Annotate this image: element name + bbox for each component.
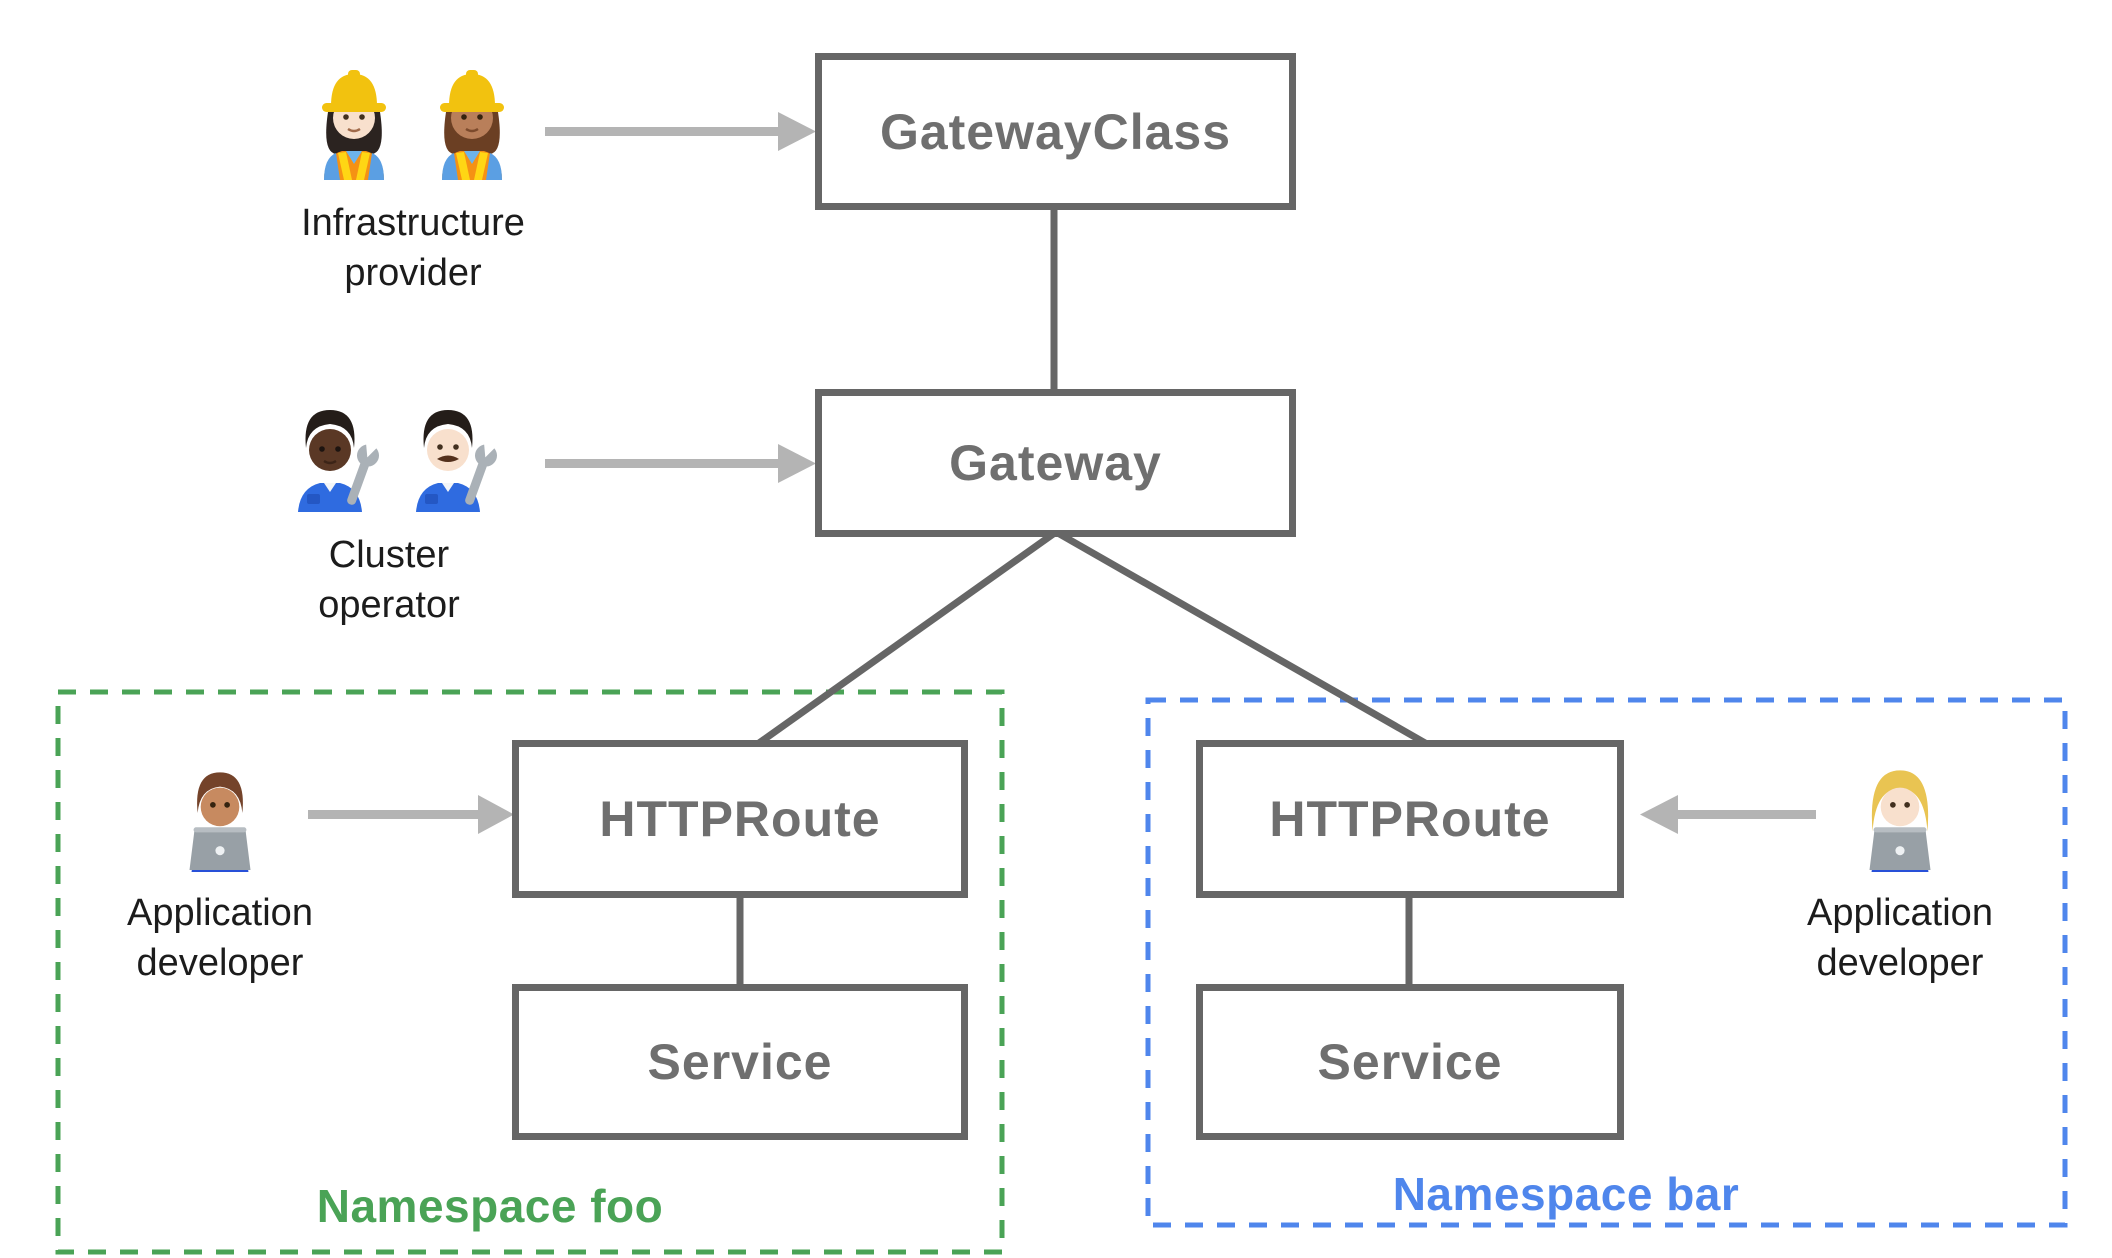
cluster-operator-emojis <box>278 390 500 514</box>
httproute-foo-node: HTTPRoute <box>512 740 968 898</box>
httproute-foo-label: HTTPRoute <box>599 791 881 847</box>
application-developer-foo-emojis <box>164 750 276 872</box>
httproute-bar-node: HTTPRoute <box>1196 740 1624 898</box>
man-mechanic-light-skin-emoji <box>416 410 498 512</box>
gatewayclass-node: GatewayClass <box>815 53 1296 210</box>
namespace-foo-label: Namespace foo <box>316 1180 664 1232</box>
arrow-app-developer-to-httproute-foo <box>308 795 514 834</box>
cluster-operator-label: Cluster operator <box>318 534 460 626</box>
persona-application-developer-bar: Application developer <box>1750 750 2050 988</box>
persona-infrastructure-provider: Infrastructure provider <box>238 58 588 298</box>
persona-application-developer-foo: Application developer <box>70 750 370 988</box>
httproute-bar-label: HTTPRoute <box>1269 791 1551 847</box>
man-technologist-medium-skin-emoji <box>189 772 251 872</box>
woman-technologist-light-skin-emoji <box>1869 770 1931 872</box>
namespace-foo-boundary <box>55 689 1005 1255</box>
application-developer-bar-emojis <box>1844 750 1956 872</box>
service-bar-label: Service <box>1317 1034 1503 1090</box>
edge-gateway-httproute-foo <box>749 529 1059 751</box>
application-developer-foo-label: Application developer <box>127 892 313 984</box>
infrastructure-provider-emojis <box>302 58 524 182</box>
service-bar-node: Service <box>1196 984 1624 1140</box>
namespace-bar-boundary <box>1145 697 2068 1228</box>
gateway-label: Gateway <box>949 435 1162 491</box>
woman-construction-worker-light-skin-emoji <box>322 70 386 180</box>
namespace-bar-label: Namespace bar <box>1392 1168 1740 1220</box>
edge-gateway-httproute-bar <box>1054 528 1436 752</box>
arrow-cluster-operator-to-gateway <box>545 444 816 483</box>
service-foo-label: Service <box>647 1034 833 1090</box>
gatewayclass-label: GatewayClass <box>879 103 1232 160</box>
arrow-infrastructure-provider-to-gatewayclass <box>545 112 816 151</box>
persona-cluster-operator: Cluster operator <box>214 390 564 630</box>
mechanic-dark-skin-emoji <box>298 410 380 512</box>
infrastructure-provider-label: Infrastructure provider <box>301 202 525 294</box>
service-foo-node: Service <box>512 984 968 1140</box>
application-developer-bar-label: Application developer <box>1807 892 1993 984</box>
gateway-node: Gateway <box>815 389 1296 537</box>
arrow-app-developer-to-httproute-bar <box>1640 795 1816 834</box>
woman-construction-worker-medium-skin-emoji <box>440 70 504 180</box>
